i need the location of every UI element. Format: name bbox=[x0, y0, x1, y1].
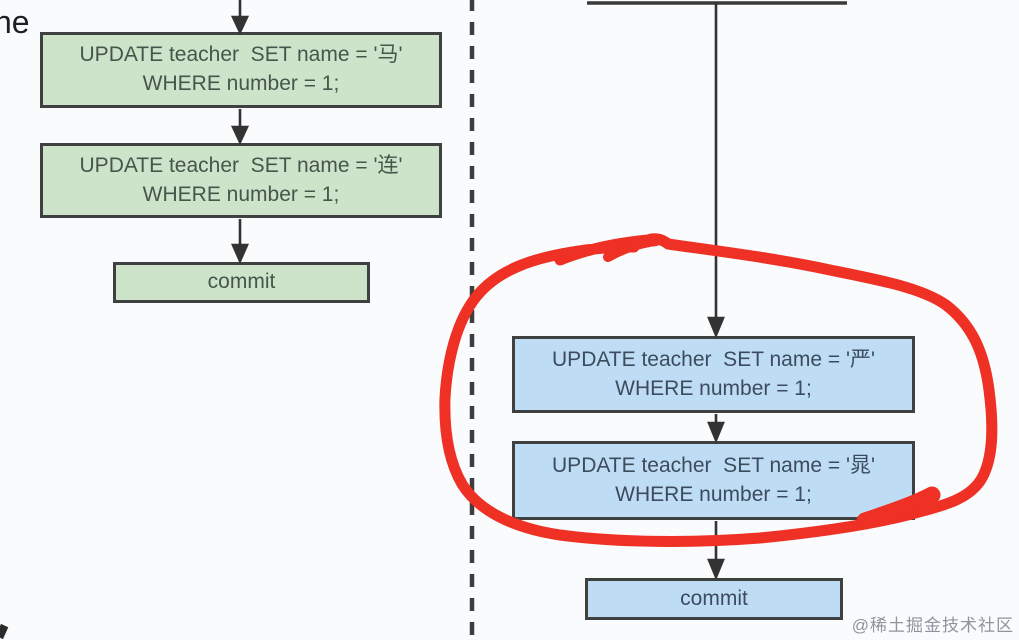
arrow-down bbox=[230, 109, 250, 146]
commit-label: commit bbox=[207, 270, 276, 294]
watermark: @稀土掘金技术社区 bbox=[851, 616, 1014, 635]
left-update-box-1: UPDATE teacher SET name = '马' WHERE numb… bbox=[40, 32, 442, 108]
arrow-down bbox=[230, 0, 250, 36]
commit-label: commit bbox=[680, 586, 748, 610]
sql-statement-line: UPDATE teacher SET name = '连' bbox=[79, 153, 403, 177]
sql-statement-line: WHERE number = 1; bbox=[615, 376, 812, 400]
arrow-down-long bbox=[707, 3, 725, 339]
arrow-down bbox=[231, 219, 249, 265]
edge-partial-glyph bbox=[0, 623, 9, 640]
corner-partial-label: ne bbox=[0, 4, 30, 40]
arrow-down bbox=[707, 521, 725, 581]
sql-statement-line: UPDATE teacher SET name = '马' bbox=[79, 43, 403, 67]
sql-statement-line: UPDATE teacher SET name = '晁' bbox=[552, 453, 875, 477]
arrow-down bbox=[707, 414, 725, 444]
sql-statement-line: WHERE number = 1; bbox=[142, 182, 340, 206]
right-update-box-2: UPDATE teacher SET name = '晁' WHERE numb… bbox=[512, 441, 915, 520]
right-update-box-1: UPDATE teacher SET name = '严' WHERE numb… bbox=[512, 336, 915, 413]
sql-statement-line: WHERE number = 1; bbox=[615, 482, 812, 506]
left-commit-box: commit bbox=[113, 262, 370, 303]
left-update-box-2: UPDATE teacher SET name = '连' WHERE numb… bbox=[40, 143, 442, 218]
right-commit-box: commit bbox=[585, 578, 843, 620]
sql-statement-line: UPDATE teacher SET name = '严' bbox=[552, 347, 875, 371]
sql-statement-line: WHERE number = 1; bbox=[142, 72, 340, 95]
